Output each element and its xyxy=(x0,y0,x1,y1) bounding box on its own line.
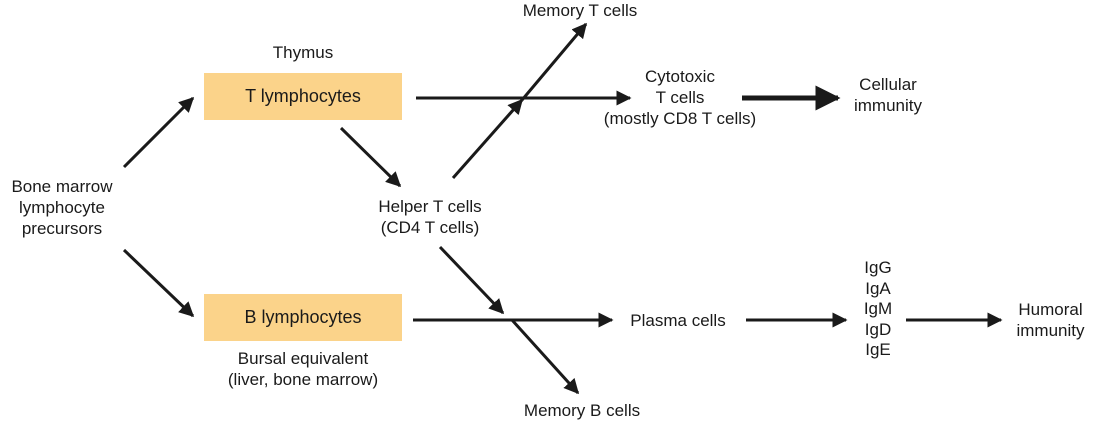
cellular-line-2: immunity xyxy=(853,96,922,115)
bone-marrow-line-3: precursors xyxy=(21,219,103,238)
arrow-marrow-to-t xyxy=(122,96,195,169)
cellular-immunity-label: Cellular immunity xyxy=(838,74,938,116)
memory-b-cells-label: Memory B cells xyxy=(523,401,641,420)
t-lymphocytes-label: T lymphocytes xyxy=(245,86,361,106)
humoral-line-1: Humoral xyxy=(1018,300,1083,319)
bone-marrow-line-2: lymphocyte xyxy=(19,198,105,217)
bursal-line-2: (liver, bone marrow) xyxy=(227,370,379,389)
ig-item-igd: IgD xyxy=(864,319,892,339)
immunoglobulin-list: IgG IgA IgM IgD IgE xyxy=(848,258,908,361)
arrow-t-to-helper xyxy=(339,126,402,188)
cytotoxic-line-1: Cytotoxic xyxy=(645,67,715,86)
thymus-label: Thymus xyxy=(272,43,334,62)
helper-t-cells-label: Helper T cells (CD4 T cells) xyxy=(350,196,510,238)
memory-t-cells-label: Memory T cells xyxy=(522,1,638,20)
arrow-to-memory-b xyxy=(510,318,580,395)
helper-line-1: Helper T cells xyxy=(378,197,482,216)
ig-item-ige: IgE xyxy=(865,340,891,359)
arrow-helper-to-plasma xyxy=(438,245,505,315)
b-lymphocytes-label: B lymphocytes xyxy=(244,307,362,327)
arrow-t-to-memory-t xyxy=(520,22,588,101)
cytotoxic-line-2: T cells xyxy=(655,88,705,107)
helper-line-2: (CD4 T cells) xyxy=(380,218,480,237)
ig-item-igm: IgM xyxy=(863,299,893,318)
bursal-line-1: Bursal equivalent xyxy=(237,349,369,368)
humoral-immunity-label: Humoral immunity xyxy=(1004,299,1097,341)
cellular-line-1: Cellular xyxy=(859,75,917,94)
bone-marrow-label: Bone marrow lymphocyte precursors xyxy=(0,176,124,239)
plasma-cells-label: Plasma cells xyxy=(630,311,726,330)
cytotoxic-t-cells-label: Cytotoxic T cells (mostly CD8 T cells) xyxy=(580,66,780,129)
t-lymphocytes-box: T lymphocytes xyxy=(204,73,402,120)
ig-item-igg: IgG xyxy=(864,258,892,277)
bone-marrow-line-1: Bone marrow xyxy=(11,177,113,196)
arrow-marrow-to-b xyxy=(122,248,195,318)
cytotoxic-line-3: (mostly CD8 T cells) xyxy=(603,109,757,128)
humoral-line-2: immunity xyxy=(1016,321,1085,340)
ig-item-iga: IgA xyxy=(865,278,891,298)
bursal-equivalent-label: Bursal equivalent (liver, bone marrow) xyxy=(208,348,398,390)
arrow-helper-to-cytotoxic xyxy=(451,98,524,179)
b-lymphocytes-box: B lymphocytes xyxy=(204,294,402,341)
